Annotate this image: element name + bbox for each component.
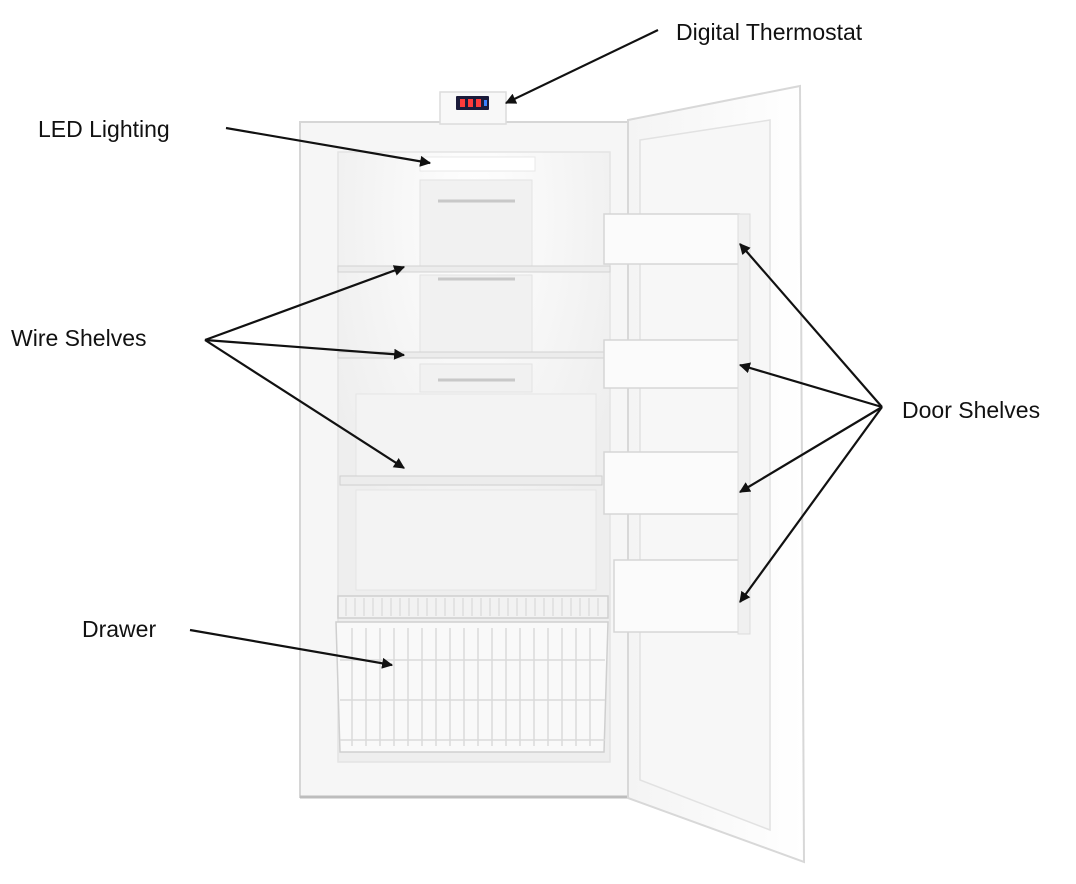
arrow-wire-shelf-2 [204,338,406,360]
label-digital-thermostat: Digital Thermostat [676,19,863,45]
callout-arrows [189,29,883,669]
arrow-wire-shelf-1 [204,265,406,342]
wire-shelves [337,265,611,486]
thermostat-display [439,91,507,125]
arrow-digital-thermostat [505,29,659,104]
drawer-basket [335,595,609,753]
label-drawer: Drawer [82,616,157,642]
label-wire-shelves: Wire Shelves [11,325,147,351]
arrow-door-shelf-3 [739,406,883,493]
label-led-lighting: LED Lighting [38,116,170,142]
arrow-drawer [189,628,394,669]
arrow-door-shelf-1 [739,243,883,408]
label-door-shelves: Door Shelves [902,397,1041,423]
arrow-wire-shelf-3 [204,339,405,469]
back-panels [355,179,597,591]
arrow-door-shelf-2 [738,362,883,409]
freezer-door [603,84,806,864]
arrow-led-lighting [225,126,432,167]
arrow-door-shelf-4 [739,406,883,603]
led-light [419,156,536,172]
